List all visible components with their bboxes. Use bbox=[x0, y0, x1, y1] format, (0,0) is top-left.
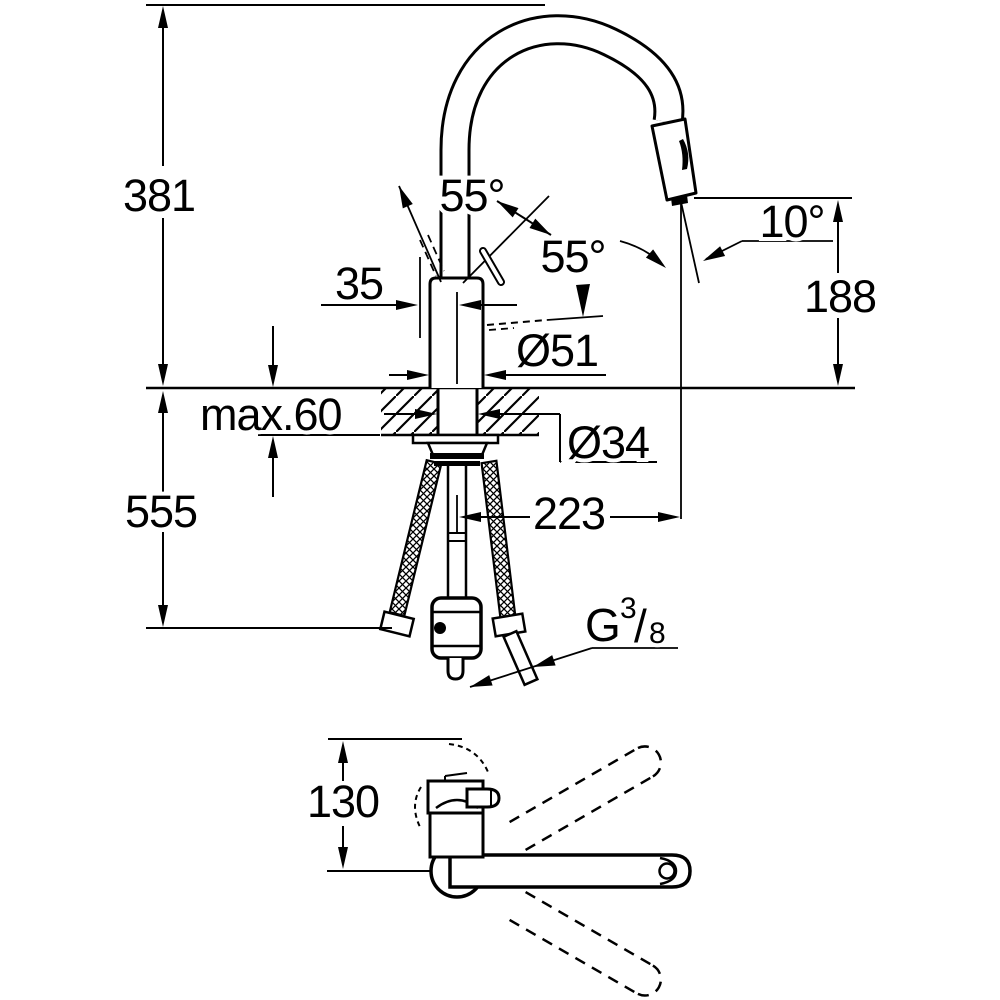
angle-55-front-label: 55° bbox=[439, 170, 504, 221]
dim-max60-label: max.60 bbox=[200, 389, 342, 440]
top-view: 130 bbox=[303, 738, 692, 997]
angle-55-side-label: 55° bbox=[540, 231, 605, 282]
handle-dashed-left bbox=[419, 239, 437, 277]
dim-223-label: 223 bbox=[533, 488, 605, 539]
front-view bbox=[146, 14, 855, 687]
spray-outlet-tip bbox=[671, 195, 688, 206]
dim-223: 223 bbox=[459, 484, 680, 543]
dim-381-label: 381 bbox=[123, 170, 195, 221]
dim-35-label: 35 bbox=[335, 258, 383, 309]
dim-130: 130 bbox=[303, 738, 462, 872]
spout-swivel-down bbox=[508, 891, 663, 997]
spout-end-detail bbox=[659, 856, 678, 886]
dim-555-label: 555 bbox=[125, 486, 197, 537]
supply-hose-right bbox=[480, 459, 540, 687]
handle-dashed-horizontal bbox=[486, 319, 548, 326]
hose-nut-left bbox=[378, 610, 416, 638]
spout-tube-plan bbox=[448, 853, 692, 889]
angle-10-label: 10° bbox=[759, 196, 824, 247]
dim-130-label: 130 bbox=[307, 776, 379, 827]
head-angle-annotation: 10° bbox=[619, 192, 833, 519]
gooseneck-spout bbox=[439, 14, 685, 282]
pullout-hose-tube bbox=[446, 466, 468, 598]
handle-angle-annotations: 55° 55° bbox=[398, 166, 611, 331]
dimensions-front: 381 555 max.60 35 bbox=[119, 4, 881, 688]
dim-34-label: Ø34 bbox=[567, 417, 649, 468]
dim-188: 188 bbox=[694, 197, 881, 386]
mounting-shank bbox=[436, 388, 479, 435]
dim-34: Ø34 bbox=[384, 409, 657, 472]
hose-end-right bbox=[501, 629, 540, 687]
thread-denominator: 8 bbox=[649, 617, 665, 650]
dim-35: 35 bbox=[321, 254, 517, 338]
body-plan bbox=[428, 811, 485, 859]
handle-lever-plan bbox=[465, 787, 501, 809]
angle-pointer bbox=[576, 284, 590, 317]
thread-letter: G bbox=[585, 599, 620, 651]
dim-51: Ø51 bbox=[389, 321, 606, 380]
hose-weight bbox=[430, 596, 483, 681]
hose-nut-right bbox=[491, 612, 527, 638]
dim-max60: max.60 bbox=[196, 326, 380, 497]
dim-381: 381 bbox=[119, 6, 200, 386]
spray-button bbox=[679, 139, 689, 170]
thread-slash: / bbox=[634, 600, 647, 652]
handle-swing-arc-top bbox=[448, 743, 489, 773]
dim-51-label: Ø51 bbox=[516, 325, 598, 376]
hose-weight-tail bbox=[446, 658, 465, 681]
mounting-hardware bbox=[411, 433, 500, 466]
handle-swing-arc-left bbox=[414, 786, 422, 830]
dim-188-label: 188 bbox=[804, 271, 876, 322]
counter-cross-section bbox=[381, 389, 539, 437]
supply-hose-left bbox=[378, 458, 443, 638]
spray-head bbox=[650, 117, 698, 206]
dim-555: 555 bbox=[121, 391, 392, 629]
spout-swivel-up bbox=[508, 745, 663, 851]
